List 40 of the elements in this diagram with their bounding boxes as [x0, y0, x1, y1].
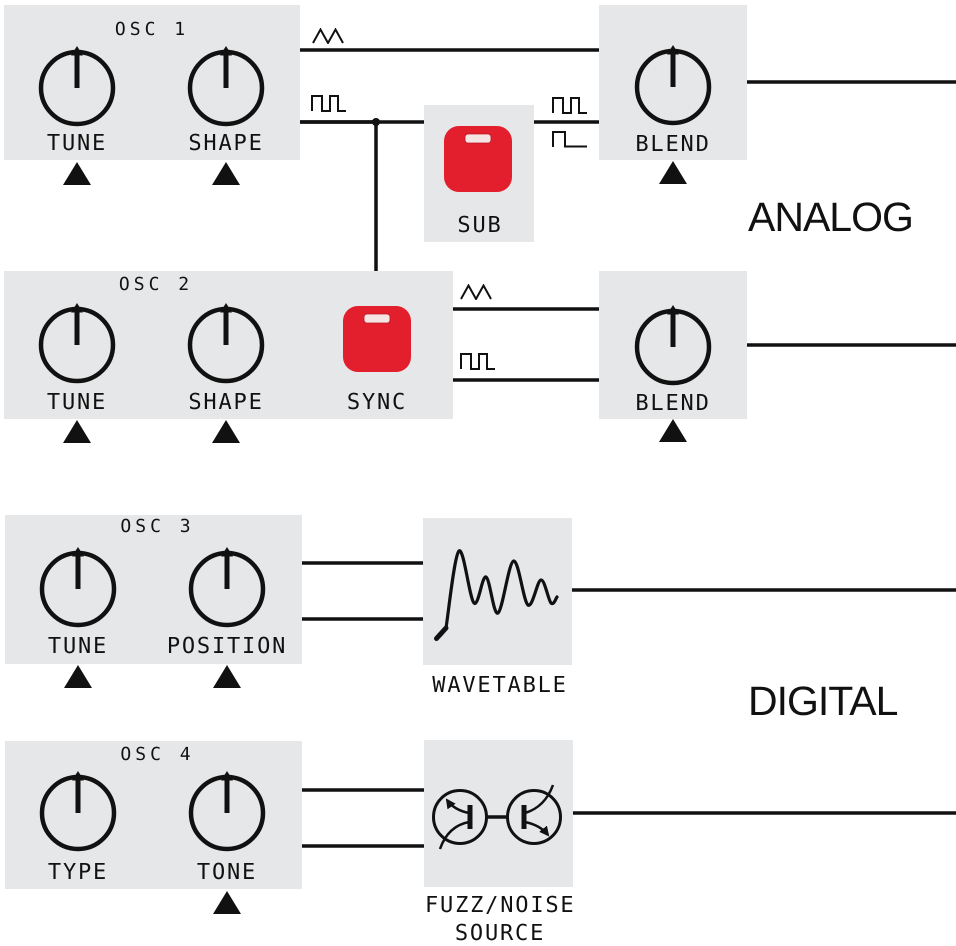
signal-line: [300, 48, 599, 52]
control-label: SUB: [457, 215, 503, 238]
module-label: WAVETABLE: [432, 672, 568, 700]
control-label: SHAPE: [188, 392, 264, 414]
signal-line: [572, 588, 956, 592]
signal-line: [573, 811, 956, 815]
control-label: TONE: [196, 862, 258, 884]
panel-title: OSC 1: [114, 21, 190, 39]
control-label: BLEND: [635, 134, 711, 156]
module-panel: [4, 271, 453, 419]
signal-line: [453, 378, 599, 382]
module-panel: [599, 5, 747, 160]
signal-line: [534, 120, 599, 124]
panel-title: OSC 4: [120, 746, 195, 764]
control-label: TUNE: [46, 392, 108, 414]
module-panel: [599, 271, 747, 419]
signal-line: [453, 307, 599, 311]
module-label: FUZZ/NOISE SOURCE: [425, 892, 575, 946]
module-panel: [5, 515, 302, 664]
module-panel: [4, 5, 300, 160]
signal-line: [302, 617, 423, 621]
signal-line: [747, 343, 956, 347]
signal-line: [747, 80, 956, 84]
panel-title: OSC 2: [118, 276, 194, 294]
module-panel: [424, 105, 534, 242]
control-label: SYNC: [346, 392, 408, 414]
control-label: BLEND: [635, 393, 711, 416]
signal-line: [300, 120, 378, 271]
signal-line: [302, 844, 424, 848]
control-label: TYPE: [48, 862, 108, 884]
control-label: TUNE: [46, 133, 108, 156]
control-label: POSITION: [166, 636, 288, 658]
section-label: ANALOG: [748, 196, 913, 238]
signal-line: [302, 561, 423, 565]
signal-line: [302, 788, 424, 792]
control-label: SHAPE: [188, 133, 264, 156]
panel-title: OSC 3: [120, 518, 195, 536]
section-label: DIGITAL: [748, 680, 898, 722]
control-label: TUNE: [48, 636, 108, 658]
module-panel: [5, 741, 302, 889]
